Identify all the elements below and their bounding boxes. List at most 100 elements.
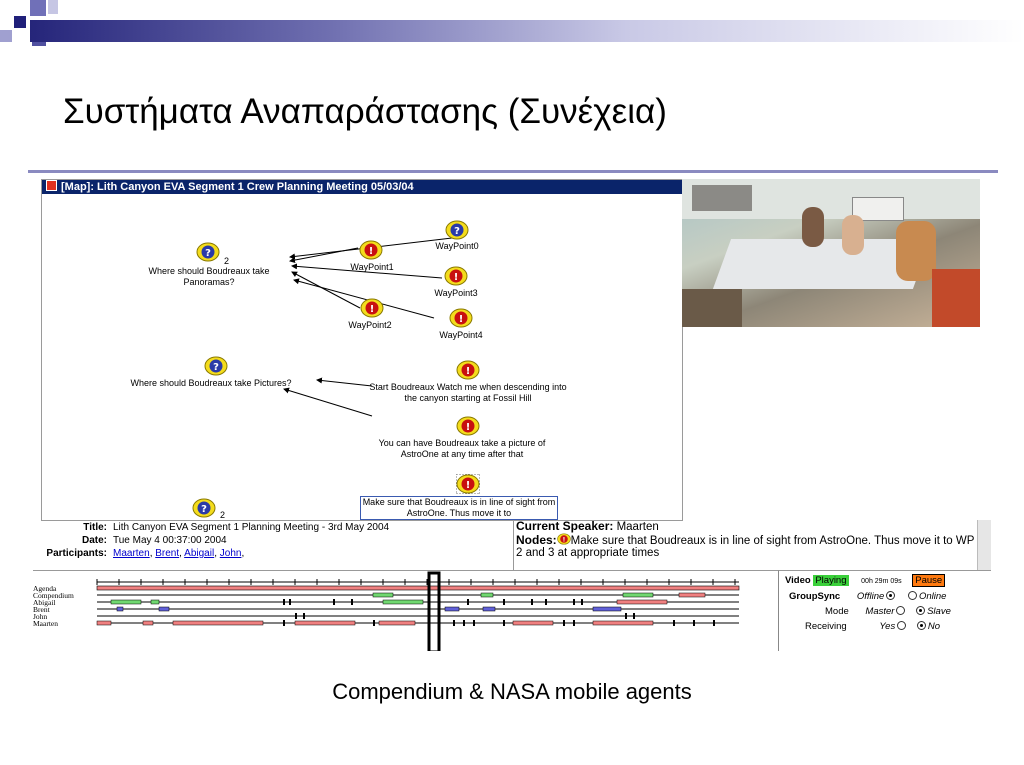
slide-caption: Compendium & NASA mobile agents: [332, 679, 692, 704]
title-divider: [28, 170, 998, 173]
question-icon[interactable]: ?: [204, 356, 228, 376]
question-icon[interactable]: ?: [192, 498, 216, 518]
question-label: Where should Boudreaux take Panoramas?: [148, 266, 270, 287]
waypoint-label: WayPoint0: [435, 241, 479, 251]
svg-text:!: !: [369, 246, 374, 257]
question-label: Where should Boudreaux take Pictures?: [130, 378, 292, 388]
mode-label: Mode: [825, 606, 849, 617]
no-radio[interactable]: [916, 621, 926, 630]
application-screenshot: [Map]: Lith Canyon EVA Segment 1 Crew Pl…: [33, 176, 991, 651]
participant-link[interactable]: Abigail: [184, 548, 215, 559]
map-canvas[interactable]: ? 2 Where should Boudreaux take Panorama…: [42, 194, 682, 520]
video-frame: [682, 179, 980, 327]
online-label: Online: [918, 591, 947, 602]
issue-icon[interactable]: !: [359, 240, 383, 260]
date-key: Date:: [81, 535, 107, 546]
yes-radio[interactable]: [897, 621, 907, 630]
participant-link[interactable]: Brent: [155, 548, 180, 559]
meeting-timeline[interactable]: Agenda Compendium Abigail Brent John Maa…: [33, 570, 778, 651]
nodes-text: Make sure that Boudreaux is in line of s…: [516, 535, 975, 559]
issue-icon[interactable]: !: [449, 308, 473, 328]
svg-text:?: ?: [205, 248, 211, 259]
video-label: Video: [785, 575, 811, 586]
participant-link[interactable]: Maarten: [113, 548, 150, 559]
svg-text:!: !: [562, 537, 565, 543]
nodes-key: Nodes:: [516, 533, 557, 547]
waypoint-label: WayPoint1: [350, 262, 394, 272]
svg-text:!: !: [370, 304, 375, 315]
issue-icon[interactable]: !: [456, 416, 480, 436]
no-label: No: [927, 621, 941, 632]
question-icon[interactable]: ?: [196, 242, 220, 262]
participants-key: Participants:: [46, 548, 107, 559]
map-window: [Map]: Lith Canyon EVA Segment 1 Crew Pl…: [41, 179, 683, 521]
svg-text:!: !: [454, 272, 459, 283]
speaker-scrollbar[interactable]: [977, 520, 991, 570]
sync-controls: Video Playing 00h 29m 09s Pause GroupSyn…: [778, 570, 991, 651]
svg-text:!: !: [459, 314, 464, 325]
map-window-titlebar[interactable]: [Map]: Lith Canyon EVA Segment 1 Crew Pl…: [42, 180, 682, 194]
svg-text:!: !: [466, 480, 471, 491]
svg-text:!: !: [466, 422, 471, 433]
track-label: Maarten: [33, 619, 58, 628]
offline-label: Offline: [856, 591, 885, 602]
link-wp4: [293, 278, 435, 319]
map-links: [283, 237, 453, 417]
waypoint-label: WayPoint3: [434, 288, 478, 298]
participant-link[interactable]: John: [219, 548, 242, 559]
issue-icon[interactable]: !: [456, 474, 480, 494]
track-label: Agenda: [33, 584, 57, 593]
question-icon[interactable]: ?: [445, 220, 469, 240]
question-count: 2: [220, 510, 226, 520]
video-status: Playing: [813, 575, 849, 586]
meeting-title: Lith Canyon EVA Segment 1 Planning Meeti…: [113, 522, 390, 533]
title-key: Title:: [83, 522, 107, 533]
timeline-track-labels: Agenda Compendium Abigail Brent John Maa…: [33, 584, 74, 628]
selected-node-label[interactable]: Make sure that Boudreaux is in line of s…: [360, 496, 558, 520]
online-radio[interactable]: [907, 591, 917, 600]
title-gradient-bar: [30, 20, 1024, 42]
svg-text:?: ?: [454, 226, 460, 237]
timeline-tracks: [96, 571, 740, 651]
slide-title: Συστήματα Αναπαράστασης (Συνέχεια): [63, 92, 667, 131]
track-label: John: [33, 612, 48, 621]
issue-icon[interactable]: !: [444, 266, 468, 286]
waypoint-label: WayPoint4: [439, 330, 483, 340]
link-picture: [283, 387, 373, 417]
issue-icon[interactable]: !: [360, 298, 384, 318]
track-label: Brent: [33, 605, 50, 614]
idea-label: Start Boudreaux Watch me when descending…: [369, 382, 567, 403]
meeting-details: Title: Lith Canyon EVA Segment 1 Planning…: [33, 520, 513, 570]
waypoint-label: WayPoint2: [348, 320, 392, 330]
meeting-date: Tue May 4 00:37:00 2004: [113, 535, 227, 546]
link-wp1: [289, 247, 359, 264]
link-wp3: [291, 263, 443, 279]
offline-radio[interactable]: [886, 591, 896, 600]
track-label: Compendium: [33, 591, 74, 600]
slave-label: Slave: [927, 606, 951, 617]
pause-button[interactable]: Pause: [912, 574, 946, 587]
receiving-label: Receiving: [805, 621, 847, 632]
svg-text:?: ?: [213, 362, 219, 373]
master-label: Master: [865, 606, 895, 617]
groupsync-label: GroupSync: [789, 591, 841, 602]
yes-label: Yes: [879, 621, 896, 632]
link-wp2: [291, 271, 361, 309]
video-time: 00h 29m 09s: [861, 578, 902, 585]
current-speaker-panel: Current Speaker: Maarten Nodes:!Make sur…: [513, 520, 975, 570]
issue-icon: !: [556, 533, 571, 545]
svg-text:!: !: [466, 366, 471, 377]
master-radio[interactable]: [896, 606, 906, 615]
playhead-marker: [427, 571, 441, 651]
speaker-name: Maarten: [616, 521, 659, 533]
idea-label: You can have Boudreaux take a picture of…: [378, 438, 546, 459]
question-count: 2: [224, 256, 230, 266]
issue-icon[interactable]: !: [456, 360, 480, 380]
track-label: Abigail: [33, 598, 56, 607]
slave-radio[interactable]: [916, 606, 926, 615]
speaker-key: Current Speaker:: [516, 519, 614, 533]
link-start: [316, 377, 373, 387]
window-icon: [46, 180, 57, 191]
svg-text:?: ?: [201, 504, 207, 515]
map-window-title: [Map]: Lith Canyon EVA Segment 1 Crew Pl…: [61, 181, 414, 193]
